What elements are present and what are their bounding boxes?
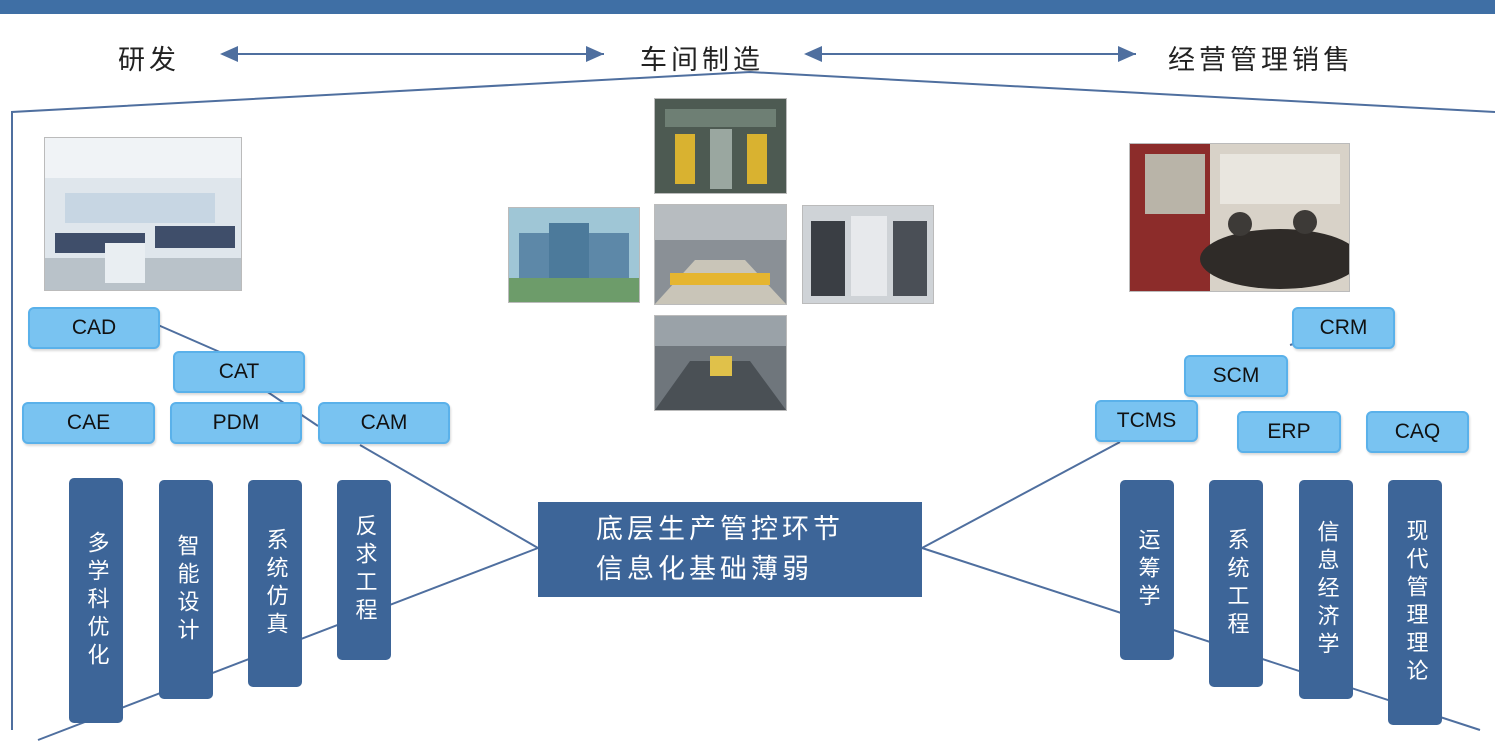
lab-photo (44, 137, 242, 291)
tag-pdm: PDM (170, 402, 302, 444)
roof-outline (11, 70, 1495, 730)
discipline-systems-engineering: 系统工程 (1209, 480, 1263, 687)
discipline-system-simulation: 系统仿真 (248, 480, 302, 687)
center-line-2: 信息化基础薄弱 (596, 554, 813, 585)
discipline-reverse-engineering: 反求工程 (337, 480, 391, 660)
meeting-photo (1129, 143, 1350, 292)
tag-caq: CAQ (1366, 411, 1469, 453)
cnc-machines-photo (802, 205, 934, 304)
tag-crm: CRM (1292, 307, 1395, 349)
center-weakness-box: 底层生产管控环节 信息化基础薄弱 (538, 502, 922, 597)
tag-scm: SCM (1184, 355, 1288, 397)
center-line-1: 底层生产管控环节 (596, 514, 844, 545)
header-rd-label: 研发 (118, 45, 180, 76)
top-accent-bar (0, 0, 1495, 14)
assembly-line-photo (654, 98, 787, 194)
workshop-floor-photo (654, 315, 787, 411)
discipline-modern-management-theory: 现代管理理论 (1388, 480, 1442, 725)
tag-cad: CAD (28, 307, 160, 349)
discipline-intelligent-design: 智能设计 (159, 480, 213, 699)
discipline-operations-research: 运筹学 (1120, 480, 1174, 660)
tag-cam: CAM (318, 402, 450, 444)
factory-building-photo (508, 207, 640, 303)
header-workshop-label: 车间制造 (640, 45, 764, 76)
discipline-information-economics: 信息经济学 (1299, 480, 1353, 699)
tag-cae: CAE (22, 402, 155, 444)
tag-tcms: TCMS (1095, 400, 1198, 442)
discipline-multidisciplinary-optimization: 多学科优化 (69, 478, 123, 723)
tag-cat: CAT (173, 351, 305, 393)
tag-erp: ERP (1237, 411, 1341, 453)
header-management-label: 经营管理销售 (1168, 45, 1354, 76)
warehouse-photo (654, 204, 787, 305)
